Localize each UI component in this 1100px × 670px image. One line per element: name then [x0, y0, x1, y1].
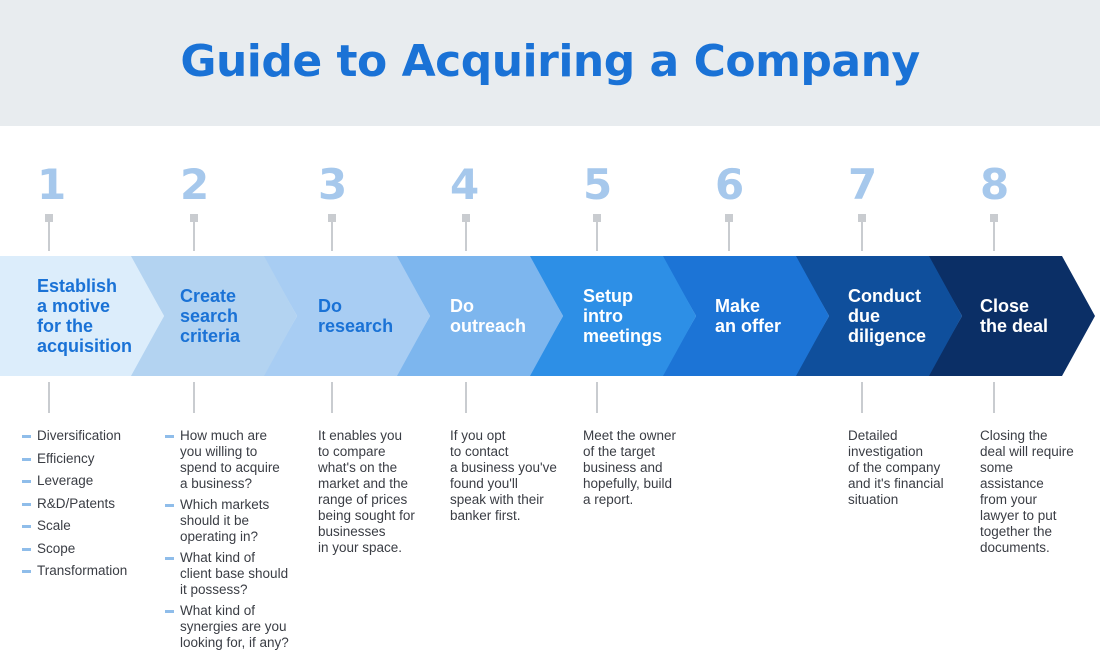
step-connector-top-1: [45, 214, 53, 251]
chevron-step-7: [795, 256, 962, 376]
bullet-dash-icon: [22, 525, 31, 528]
step-number-2: 2: [180, 160, 210, 209]
list-item: What kind of client base should it posse…: [165, 550, 305, 598]
step-1-bullet-list: Diversification Efficiency Leverage R&D/…: [22, 428, 152, 586]
step-number-8: 8: [980, 160, 1010, 209]
list-item: Transformation: [22, 563, 152, 579]
step-number-4: 4: [450, 160, 480, 209]
step-connector-top-3: [328, 214, 336, 251]
list-item: What kind of synergies are you looking f…: [165, 603, 305, 651]
bullet-dash-icon: [22, 480, 31, 483]
header-banner: Guide to Acquiring a Company: [0, 0, 1100, 126]
list-item: How much are you willing to spend to acq…: [165, 428, 305, 492]
step-connector-top-5: [593, 214, 601, 251]
step-description-8: Closing the deal will require some assis…: [980, 428, 1074, 555]
list-item: Scope: [22, 541, 152, 557]
bullet-dash-icon: [165, 435, 174, 438]
step-connector-bottom-3: [331, 382, 333, 413]
chevron-step-4: [396, 256, 563, 376]
bullet-dash-icon: [22, 457, 31, 461]
chevron-step-3: [263, 256, 430, 376]
step-label-5: Setup intro meetings: [583, 286, 663, 346]
step-connector-bottom-2: [193, 382, 195, 413]
list-item: Leverage: [22, 473, 152, 489]
step-connector-top-4: [462, 214, 470, 251]
step-description-5: Meet the owner of the target business an…: [583, 428, 677, 507]
step-connector-bottom-1: [48, 382, 50, 413]
chevron-step-8: [928, 256, 1095, 376]
bullet-dash-icon: [165, 557, 174, 560]
step-connector-top-6: [725, 214, 733, 251]
step-label-1: Establish a motive for the acquisition: [37, 276, 133, 356]
process-chevron-band: [0, 256, 1095, 376]
bullet-dash-icon: [22, 502, 31, 506]
chevron-step-1: [0, 256, 164, 376]
step-label-8: Close the deal: [980, 296, 1049, 336]
step-description-4: If you opt to contact a business you've …: [450, 428, 557, 523]
step-label-2: Create search criteria: [180, 286, 241, 346]
step-2-bullet-list: How much are you willing to spend to acq…: [165, 428, 305, 656]
bullet-dash-icon: [22, 547, 31, 551]
list-item: Which markets should it be operating in?: [165, 497, 305, 545]
bullet-dash-icon: [165, 610, 174, 613]
list-item: Scale: [22, 518, 152, 534]
step-label-4: Do outreach: [450, 296, 527, 336]
step-number-1: 1: [37, 160, 67, 209]
step-label-7: Conduct due diligence: [848, 286, 927, 346]
chevron-step-5: [529, 256, 696, 376]
step-connector-bottom-8: [993, 382, 995, 413]
step-connector-top-2: [190, 214, 198, 251]
page-title: Guide to Acquiring a Company: [180, 36, 920, 87]
step-connector-bottom-5: [596, 382, 598, 413]
list-item: Diversification: [22, 428, 152, 444]
chevron-step-2: [130, 256, 297, 376]
step-label-6: Make an offer: [715, 296, 782, 336]
bullet-dash-icon: [22, 435, 31, 438]
list-item: Efficiency: [22, 451, 152, 467]
bullet-dash-icon: [165, 504, 174, 507]
step-description-3: It enables you to compare what's on the …: [318, 428, 415, 555]
step-number-7: 7: [848, 160, 878, 209]
step-number-5: 5: [583, 160, 613, 209]
chevron-step-6: [662, 256, 829, 376]
step-connector-bottom-4: [465, 382, 467, 413]
step-connector-bottom-7: [861, 382, 863, 413]
step-label-3: Do research: [318, 296, 394, 336]
list-item: R&D/Patents: [22, 496, 152, 512]
step-description-7: Detailed investigation of the company an…: [848, 428, 944, 507]
step-number-6: 6: [715, 160, 745, 209]
step-number-3: 3: [318, 160, 348, 209]
step-connector-top-8: [990, 214, 998, 251]
bullet-dash-icon: [22, 570, 31, 573]
step-connector-top-7: [858, 214, 866, 251]
